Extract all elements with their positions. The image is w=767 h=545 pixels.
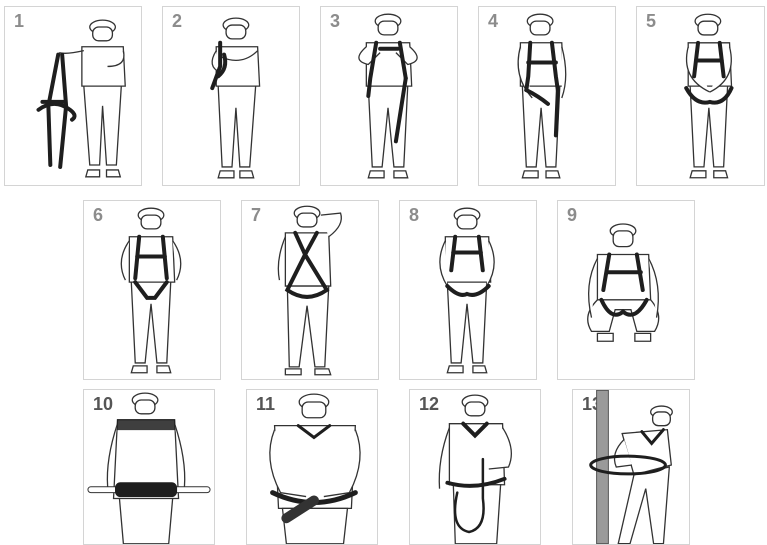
step-3-panel: 3 <box>320 6 458 186</box>
step-12-illustration <box>410 390 540 544</box>
step-7-illustration <box>242 201 378 379</box>
step-8-panel: 8 <box>399 200 537 380</box>
step-5-panel: 5 <box>636 6 765 186</box>
step-12-panel: 12 <box>409 389 541 545</box>
step-11-panel: 11 <box>246 389 378 545</box>
step-6-panel: 6 <box>83 200 221 380</box>
step-2-panel: 2 <box>162 6 300 186</box>
step-13-panel: 13 <box>572 389 690 545</box>
step-1-panel: 1 <box>4 6 142 186</box>
step-9-panel: 9 <box>557 200 695 380</box>
step-4-panel: 4 <box>478 6 616 186</box>
pole <box>597 390 609 543</box>
step-2-illustration <box>163 7 299 185</box>
step-8-illustration <box>400 201 536 379</box>
step-5-illustration <box>637 7 764 185</box>
step-11-illustration <box>247 390 377 544</box>
step-10-illustration <box>84 390 214 544</box>
step-13-illustration <box>573 390 689 544</box>
step-7-panel: 7 <box>241 200 379 380</box>
step-1-illustration <box>5 7 141 185</box>
step-6-illustration <box>84 201 220 379</box>
step-10-panel: 10 <box>83 389 215 545</box>
step-4-illustration <box>479 7 615 185</box>
step-3-illustration <box>321 7 457 185</box>
step-9-illustration <box>558 201 694 379</box>
